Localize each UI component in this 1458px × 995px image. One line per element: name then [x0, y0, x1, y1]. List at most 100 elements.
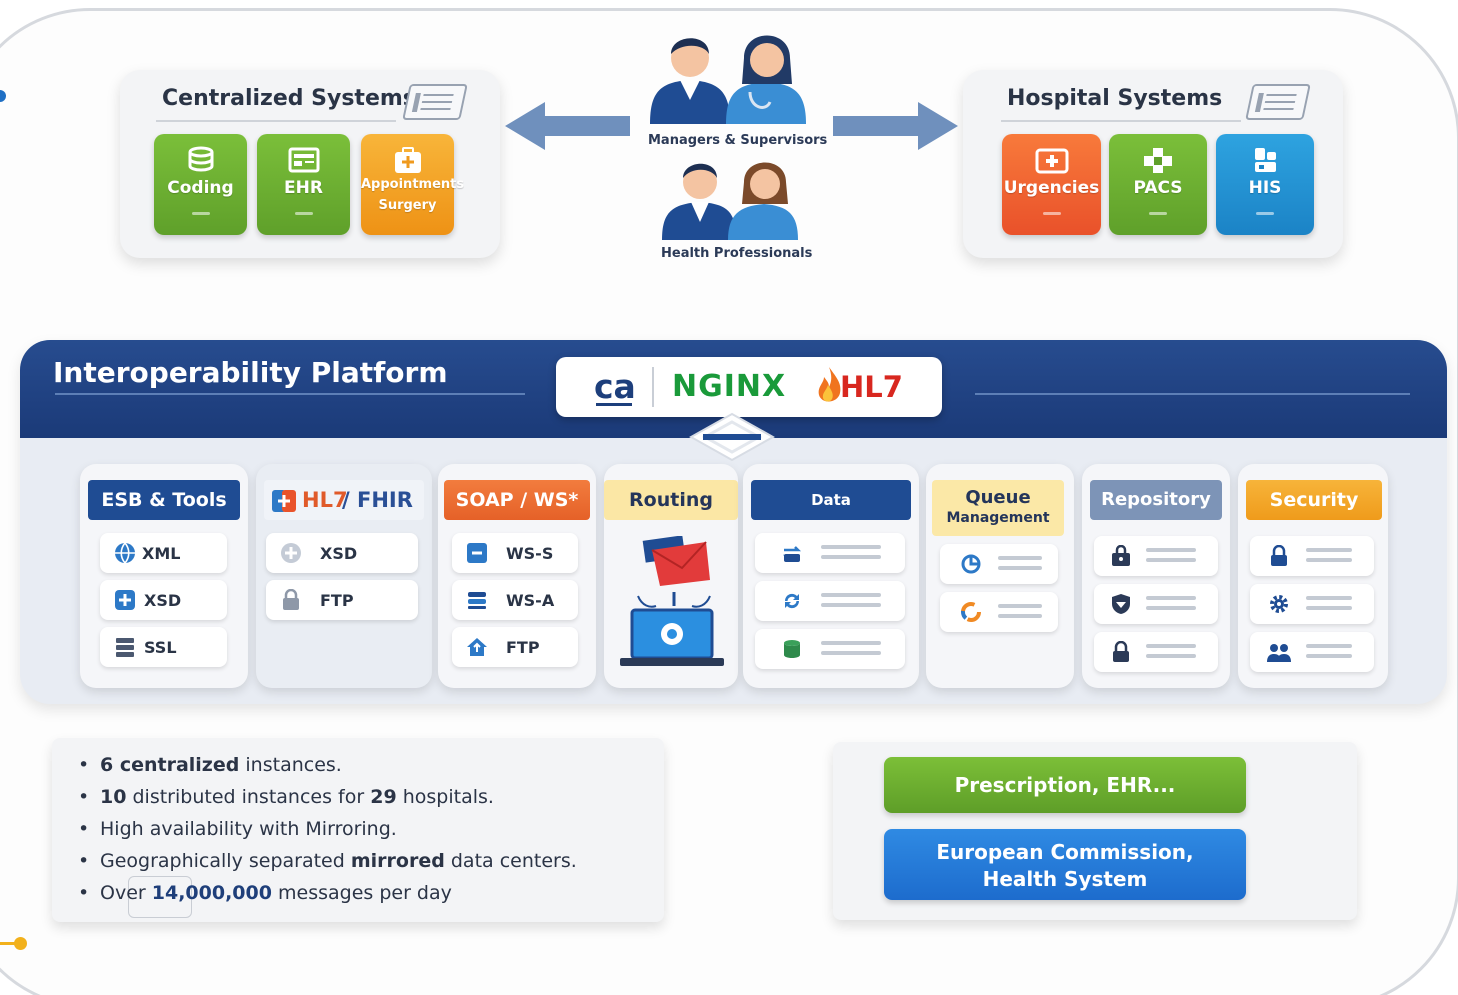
record-icon [288, 147, 319, 173]
flame-icon [818, 367, 841, 402]
tile-coding[interactable]: Coding [154, 134, 247, 235]
column-header: Routing [604, 480, 738, 520]
item-ws-s[interactable]: WS-S [452, 533, 578, 573]
item-label: FTP [506, 638, 540, 657]
column-header: Repository [1090, 480, 1222, 520]
globe-icon [115, 542, 135, 564]
item-xsd[interactable]: XSD [266, 533, 418, 573]
item-label: SSL [144, 638, 177, 657]
tile-label: HIS [1248, 178, 1282, 198]
tile-label: Coding [167, 178, 234, 198]
transform-row[interactable] [755, 581, 905, 621]
header-line-left [55, 393, 525, 395]
column-queue-management: Queue Management [926, 464, 1074, 688]
item-ws-a[interactable]: WS-A [452, 580, 578, 620]
column-hl7-fhir: HL7 / FHIR XSD FTP [256, 464, 432, 688]
item-label: WS-A [506, 591, 555, 610]
item-label: FTP [320, 591, 354, 610]
connector-diamond-icon [689, 412, 775, 462]
transform-row[interactable] [755, 629, 905, 669]
tile-his[interactable]: HIS [1216, 134, 1314, 235]
repository-row[interactable] [1094, 632, 1218, 672]
briefcase-lock-icon [1112, 545, 1130, 566]
document-icon [1245, 84, 1311, 120]
lock-icon [1113, 641, 1129, 662]
gear-icon [1270, 595, 1288, 613]
hl7-text: HL7 [302, 488, 348, 512]
item-xml[interactable]: XML [100, 533, 227, 573]
first-aid-icon [1035, 148, 1068, 174]
tile-pacs[interactable]: PACS [1109, 134, 1207, 235]
lock-icon [283, 589, 299, 610]
queue-row[interactable] [940, 592, 1058, 632]
fact-item: Over 14,000,000 messages per day [78, 880, 577, 912]
document-icon [402, 84, 468, 120]
hl7-logo: HL7 [840, 370, 903, 404]
users-icon [1267, 644, 1291, 662]
server-icon [116, 638, 134, 657]
fact-item: 6 centralized instances. [78, 752, 577, 784]
managers-icon [650, 35, 806, 124]
column-routing: Routing [604, 464, 738, 688]
transfer-icon [782, 546, 802, 562]
security-row[interactable] [1250, 536, 1374, 576]
tile-appointments-surgery[interactable]: Appointments Surgery [361, 134, 465, 235]
item-ssl[interactable]: SSL [100, 627, 227, 667]
connector-dot-gold [14, 937, 27, 950]
padlock-icon [1271, 545, 1287, 566]
fact-item: Geographically separated mirrored data c… [78, 848, 577, 880]
tile-ehr[interactable]: EHR [257, 134, 350, 235]
arrow-left-icon [505, 102, 630, 150]
home-upload-icon [467, 638, 487, 656]
repository-row[interactable] [1094, 536, 1218, 576]
item-ftp[interactable]: FTP [452, 627, 578, 667]
arrow-right-icon [833, 102, 958, 150]
health-professionals-label: Health Professionals [661, 246, 813, 261]
title-underline [1001, 120, 1241, 122]
sync-icon [784, 593, 800, 609]
european-commission-button[interactable]: European Commission, Health System [884, 829, 1246, 900]
health-professionals-icon [662, 162, 798, 240]
facts-list: 6 centralized instances. 10 distributed … [78, 752, 577, 912]
repository-row[interactable] [1094, 584, 1218, 624]
column-soap-ws: SOAP / WS* WS-S WS-A FTP [438, 464, 596, 688]
connector-dot-blue [0, 90, 6, 102]
tile-label: EHR [284, 178, 323, 198]
tile-label-line1: Appointments [361, 177, 465, 192]
tile-urgencies[interactable]: Urgencies [1002, 134, 1101, 235]
medical-kit-icon [394, 147, 421, 173]
stack-icon [468, 592, 486, 609]
column-repository: Repository [1082, 464, 1230, 688]
header-line-right [975, 393, 1410, 395]
fhir-text: / FHIR [342, 488, 413, 512]
column-header: Data Transformation [751, 480, 911, 549]
database-icon [188, 146, 213, 172]
column-header: ESB & Tools [88, 480, 240, 520]
prescription-ehr-button[interactable]: Prescription, EHR... [884, 757, 1246, 813]
cycle-icon [961, 602, 981, 622]
security-row[interactable] [1250, 632, 1374, 672]
building-icon [1255, 148, 1276, 172]
tile-label-line2: Surgery [378, 198, 437, 213]
column-data-transformation: Data Transformation [743, 464, 919, 688]
hospital-systems-title: Hospital Systems [1007, 86, 1223, 111]
managers-label: Managers & Supervisors [648, 133, 828, 148]
column-header: Security [1246, 480, 1382, 520]
button-line2: Health System [982, 867, 1148, 891]
item-xsd[interactable]: XSD [100, 580, 227, 620]
security-row[interactable] [1250, 584, 1374, 624]
plus-box-icon [115, 590, 135, 610]
plus-circle-icon [281, 543, 301, 563]
ca-logo: ca [594, 367, 636, 406]
cross-icon [1144, 148, 1172, 173]
button-line1: European Commission, [936, 840, 1194, 864]
item-ftp[interactable]: FTP [266, 580, 418, 620]
transform-row[interactable] [755, 533, 905, 573]
minus-box-icon [467, 543, 487, 563]
shield-icon [1112, 594, 1130, 614]
item-label: XSD [144, 591, 182, 610]
centralized-systems-panel: Centralized Systems Coding EHR [120, 70, 500, 258]
queue-row[interactable] [940, 544, 1058, 584]
title-underline [156, 120, 396, 122]
